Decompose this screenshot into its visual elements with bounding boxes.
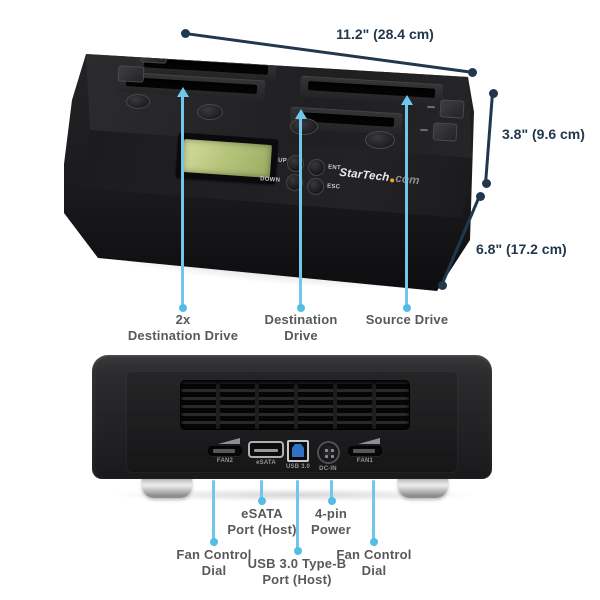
callout-usb-port: USB 3.0 Type-B Port (Host) [227,556,367,588]
callout-line1: 2x [175,312,191,327]
rear-device-shadow [104,488,486,502]
callout-line1: Source Drive [365,312,449,327]
callout-esata-port: eSATA Port (Host) [197,506,327,538]
ent-button [308,159,325,176]
callout-line1: USB 3.0 Type-B [247,556,347,571]
callout-line [296,480,299,550]
eject-button [432,122,458,142]
callout-arrowhead-icon [401,95,413,105]
fan-ramp-icon [358,438,380,444]
esc-button [307,178,324,195]
callout-source-drive: Source Drive [337,312,477,328]
callout-line1: Fan Control [336,547,412,562]
fan-ramp-icon [218,438,240,444]
callout-line [372,480,375,541]
callout-line [212,480,215,541]
callout-line2: Port (Host) [262,572,332,587]
power-button [197,104,223,120]
fan-slider-knob [213,449,235,453]
dock-rear-view: FAN2 eSATA USB 3.0 DC-IN FAN1 [92,355,492,479]
callout-line [299,117,302,306]
callout-line2: Dial [361,563,387,578]
callout-line2: Port (Host) [227,522,297,537]
eject-button [140,54,168,64]
drive-slot-opening [307,81,436,98]
up-button-label: UP [277,157,288,165]
power-button [126,94,150,109]
logo-orange-dot-icon [390,178,395,183]
callout-line [181,95,184,306]
fan-slider-knob [353,449,375,453]
dimension-height-label: 3.8" (9.6 cm) [502,126,585,142]
callout-line [260,480,263,501]
dimension-width-label: 11.2" (28.4 cm) [336,26,434,42]
dock-isometric-view: UP ENT DOWN ESC StarTechcom [64,54,474,291]
callout-fan-control-dial-left: Fan Control Dial [149,547,279,579]
callout-dot-icon [297,304,305,312]
down-button [286,174,303,191]
callout-line2: Dial [201,563,227,578]
callout-line1: Destination [264,312,338,327]
callout-destination-drive: Destination Drive [231,312,371,344]
callout-dot-icon [328,497,336,505]
dc-pins-icon [325,449,328,452]
esata-port [248,441,284,458]
eject-label-mark [426,105,436,109]
dcin-port-label: DC-IN [319,466,337,472]
dc-in-power-jack [317,441,340,464]
dimension-dot-icon [181,29,190,38]
callout-fan-control-dial-right: Fan Control Dial [309,547,439,579]
dimension-dot-icon [476,192,485,201]
dimension-dot-icon [482,179,491,188]
drive-slot-opening [125,77,258,94]
usb-type-b-port [287,440,309,462]
usb-port-label: USB 3.0 [285,464,311,470]
power-button [290,118,318,135]
callout-2x-destination-drive: 2x Destination Drive [113,312,253,344]
callout-dot-icon [258,497,266,505]
vent-grille [180,380,410,430]
fan1-port-label: FAN1 [356,458,374,464]
dimension-dot-icon [468,68,477,77]
eject-button [117,65,145,83]
callout-line1: eSATA [241,506,283,521]
dimension-depth-label: 6.8" (17.2 cm) [476,241,567,257]
callout-dot-icon [210,538,218,546]
esata-port-label: eSATA [256,460,276,466]
callout-line [330,480,333,501]
dimension-dot-icon [489,89,498,98]
callout-dot-icon [179,304,187,312]
usb-blue-connector [292,444,304,457]
callout-line2: Destination Drive [127,328,239,343]
callout-dot-icon [403,304,411,312]
esata-connector-tab [254,449,278,452]
fan-control-dial-2 [208,446,242,456]
callout-line1: 4-pin [314,506,348,521]
lcd-screen [181,138,273,179]
callout-arrowhead-icon [295,109,307,119]
fan-control-dial-1 [348,446,382,456]
callout-line [405,103,408,306]
callout-line1: Fan Control [176,547,252,562]
power-button [365,131,395,149]
callout-dot-icon [370,538,378,546]
eject-label-mark [419,128,429,132]
callout-dot-icon [294,547,302,555]
dimension-dot-icon [438,281,447,290]
callout-arrowhead-icon [177,87,189,97]
eject-button [439,99,465,119]
dimension-height-line [484,92,494,184]
callout-line2: Power [310,522,351,537]
callout-4pin-power: 4-pin Power [266,506,396,538]
callout-line2: Drive [284,328,318,343]
fan2-port-label: FAN2 [216,458,234,464]
